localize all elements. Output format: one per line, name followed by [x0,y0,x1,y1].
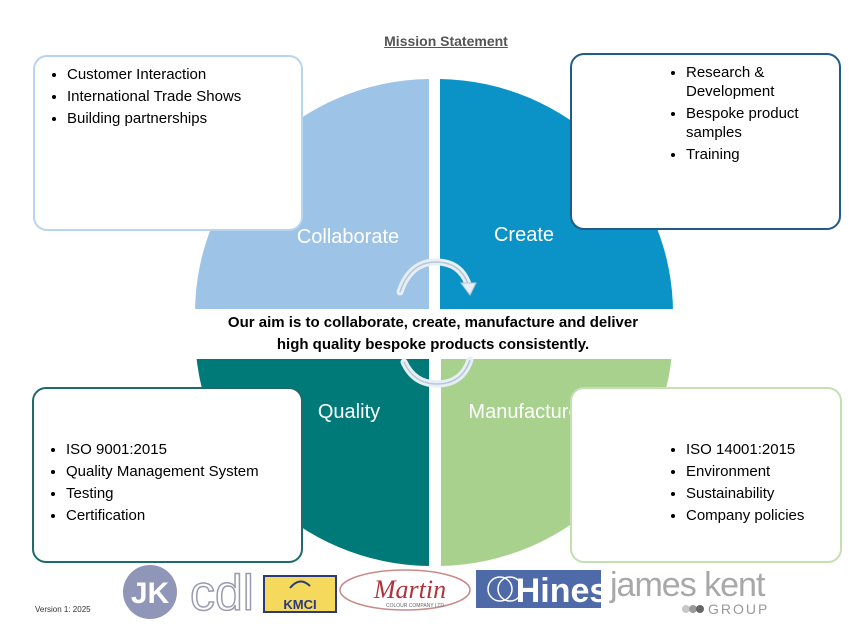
aim-line-2: high quality bespoke products consistent… [276,336,590,353]
aim-line-1: Our aim is to collaborate, create, manuf… [227,314,639,331]
quadrant-label-create: Create [493,224,555,246]
list-item: Research & Development [686,63,829,101]
list-item: Sustainability [686,484,830,503]
quality-box: ISO 9001:2015 Quality Management System … [32,387,303,563]
quadrant-collaborate [195,79,432,313]
list-item: Training [686,145,829,164]
list-item: Customer Interaction [67,65,291,84]
create-box: Research & Development Bespoke product s… [570,53,841,230]
page-title: Mission Statement [384,33,508,49]
quadrant-label-quality: Quality [317,401,381,423]
list-item: Bespoke product samples [686,104,829,142]
aim-statement: Our aim is to collaborate, create, manuf… [193,312,673,356]
list-item: Environment [686,462,830,481]
list-item: Certification [66,506,291,525]
quadrant-label-collaborate: Collaborate [296,226,400,248]
version-label: Version 1: 2025 [35,605,91,614]
list-item: Building partnerships [67,109,291,128]
list-item: ISO 9001:2015 [66,440,291,459]
list-item: Testing [66,484,291,503]
manufacture-box: ISO 14001:2015 Environment Sustainabilit… [570,387,842,563]
list-item: International Trade Shows [67,87,291,106]
collaborate-box: Customer Interaction International Trade… [33,55,303,231]
list-item: ISO 14001:2015 [686,440,830,459]
list-item: Quality Management System [66,462,291,481]
quadrant-create [440,79,673,313]
list-item: Company policies [686,506,830,525]
quadrant-label-manufacture: Manufacture [468,401,580,423]
